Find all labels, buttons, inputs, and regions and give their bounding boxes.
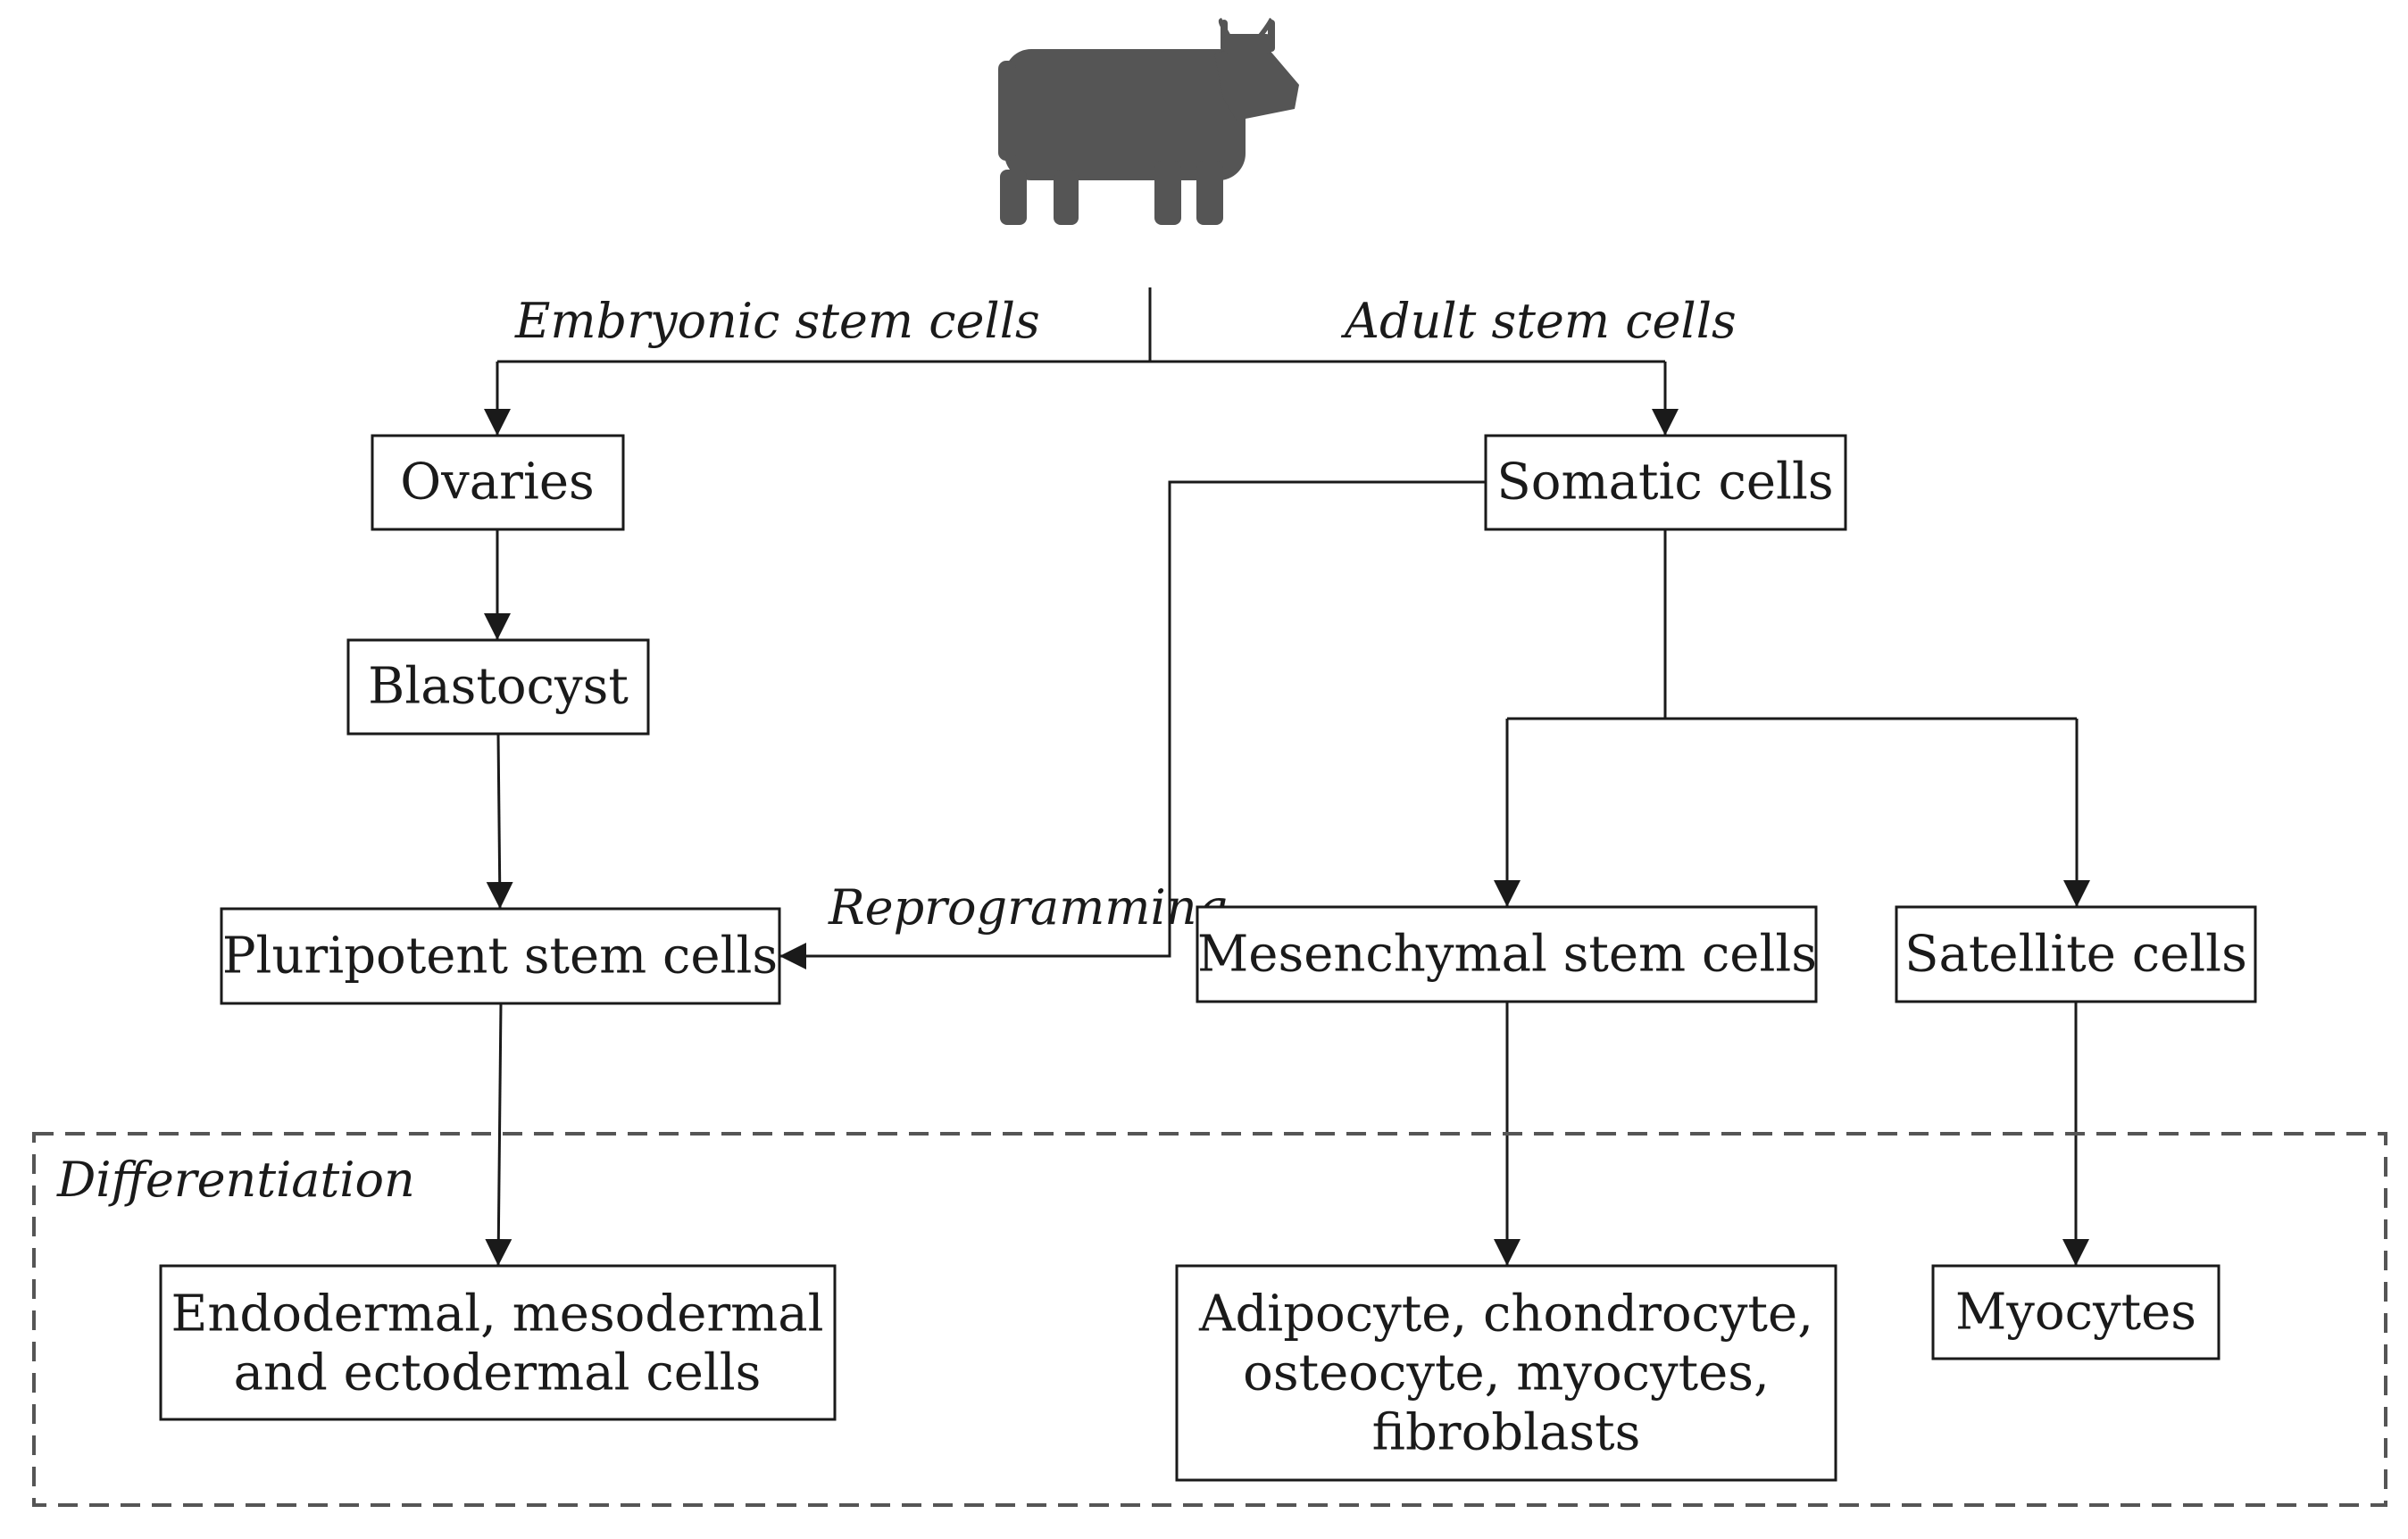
mesenchymal-products-line-2: osteocyte, myocytes,: [1243, 1344, 1770, 1402]
mesenchymal-box: [1196, 905, 1818, 1003]
pluripotent-label: Pluripotent stem cells: [222, 928, 778, 986]
ovaries-label: Ovaries: [400, 453, 595, 512]
differentiation-label: Differentiation: [56, 1152, 415, 1208]
ovaries-box: [371, 434, 625, 531]
reprogramming-label: Reprogramming: [828, 879, 1228, 936]
cow-icon: [998, 18, 1299, 225]
germ-layers-line-1: Endodermal, mesodermal: [171, 1285, 823, 1344]
germ-layers-box: [159, 1264, 837, 1421]
pluripotent-box: [220, 907, 781, 1005]
adult-label: Adult stem cells: [1340, 293, 1737, 349]
blastocyst-box: [346, 638, 650, 736]
blastocyst-label: Blastocyst: [368, 658, 629, 716]
differentiation-region: [32, 1132, 2387, 1507]
germ-layers-line-2: and ectodermal cells: [234, 1344, 762, 1402]
satellite-box: [1895, 905, 2257, 1003]
embryonic-label: Embryonic stem cells: [514, 293, 1040, 349]
mesenchymal-label: Mesenchymal stem cells: [1197, 926, 1817, 984]
mesenchymal-products-box: [1175, 1264, 1837, 1482]
mesenchymal-products-line-3: fibroblasts: [1372, 1404, 1641, 1462]
myocytes-label: Myocytes: [1955, 1284, 2196, 1342]
somatic-label: Somatic cells: [1496, 453, 1833, 512]
myocytes-box: [1931, 1264, 2221, 1360]
mesenchymal-products-line-1: Adipocyte, chondrocyte,: [1198, 1285, 1813, 1344]
somatic-box: [1484, 434, 1847, 531]
satellite-label: Satellite cells: [1904, 926, 2247, 984]
